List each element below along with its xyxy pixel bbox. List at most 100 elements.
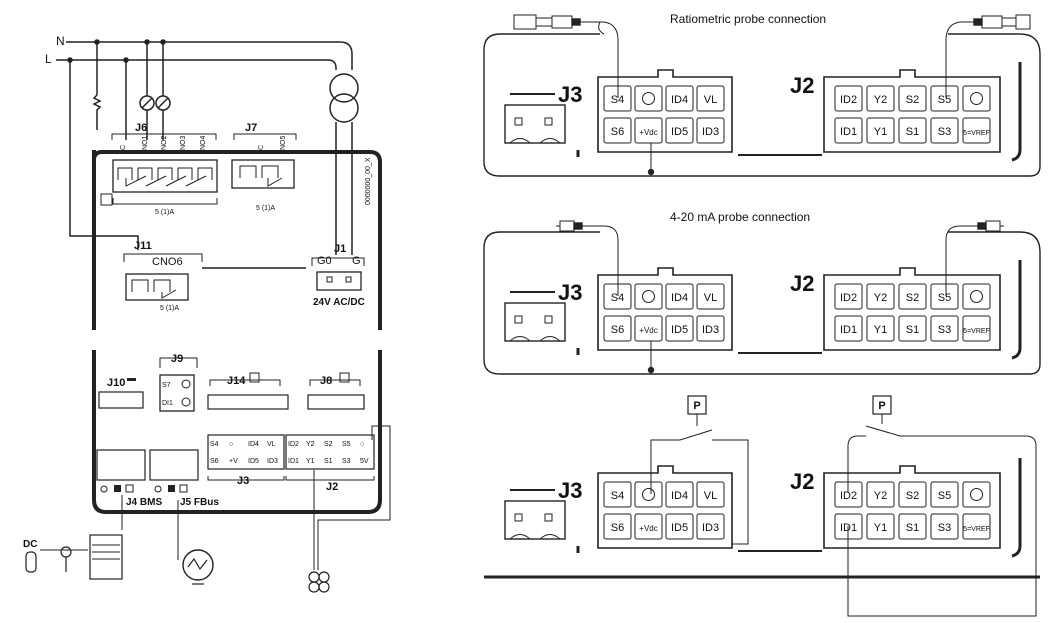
plug-hole <box>544 513 553 522</box>
j2-pin-cell <box>898 513 927 540</box>
j3-connector <box>597 69 733 153</box>
side-bar <box>1011 458 1022 558</box>
lamp-icon <box>155 95 171 111</box>
panel-frame <box>483 33 1041 177</box>
j2-pin-cell <box>930 481 959 508</box>
j2-pin-label: S3 <box>938 324 951 336</box>
j3-pin-label: ID3 <box>702 126 719 138</box>
dip-switch <box>125 484 134 493</box>
j3-pin-cell <box>696 117 725 144</box>
j2-empty-pin <box>970 92 983 105</box>
j9-label: J9 <box>171 353 183 365</box>
j8-label: J8 <box>320 375 332 387</box>
plug-hole <box>544 315 553 324</box>
monitor-icon <box>182 549 214 581</box>
probe-wire <box>580 21 619 98</box>
j3-pin-label: VL <box>704 490 717 502</box>
j2-bracket <box>285 476 375 481</box>
j2-pin-label: S2 <box>906 94 919 106</box>
j9-socket <box>181 379 191 389</box>
probe-wire <box>945 225 978 296</box>
fan-blade <box>308 571 320 583</box>
j2-pin: ID1 <box>288 458 299 465</box>
j3-pin-label: ID3 <box>702 324 719 336</box>
j3-pin-cell <box>634 315 663 342</box>
led-indicator <box>100 485 108 493</box>
j3-pin-cell <box>696 283 725 310</box>
j4-terminal <box>96 449 146 481</box>
terminal-slot <box>177 167 193 180</box>
terminal-slot <box>157 167 173 180</box>
j3-pin-cell <box>665 513 694 540</box>
j1-terminal <box>316 271 362 291</box>
display-terminal-icon <box>89 534 123 580</box>
j3-plug <box>504 302 566 342</box>
ratiometric-probe-icon <box>1001 17 1017 27</box>
j2-pin-label: 5=VREF <box>963 130 990 137</box>
j2-pin-label: Y1 <box>874 126 887 138</box>
j2-label: J2 <box>790 271 814 296</box>
j3-pin: ID4 <box>248 441 259 448</box>
j7-pin: C <box>258 145 265 150</box>
j2-pin-cell <box>898 85 927 112</box>
j2-pin-label: S3 <box>938 126 951 138</box>
monitor-icon <box>187 557 208 571</box>
j2-label: J2 <box>790 469 814 494</box>
j10-label: J10 <box>107 377 125 389</box>
j6-pins: C NO1 NO2 NO3 NO4 <box>120 136 207 151</box>
j3-pin-cell <box>665 85 694 112</box>
j2-pin-label: Y1 <box>874 324 887 336</box>
j2-pin: S3 <box>342 458 351 465</box>
controller-housing <box>92 350 382 514</box>
j3-pin-label: ID3 <box>702 522 719 534</box>
j3-pin-cell <box>665 283 694 310</box>
lamp-icon <box>141 97 153 109</box>
fan-blade <box>308 581 320 593</box>
junction <box>647 366 655 374</box>
j10-marker <box>127 378 136 381</box>
j2-pin-label: S5 <box>938 94 951 106</box>
j3-pin-label: S6 <box>611 126 624 138</box>
ratiometric-probe-icon <box>571 18 581 26</box>
j3-pin-label: S4 <box>611 292 624 304</box>
terminal-hole <box>345 276 352 283</box>
j3-pin-label: S6 <box>611 324 624 336</box>
probe-wire <box>945 21 974 98</box>
j3-plug <box>504 104 566 144</box>
j2-pin-cell <box>930 117 959 144</box>
j3-empty-pin <box>642 488 655 501</box>
probe-wire <box>598 21 605 35</box>
j6-bracket <box>112 198 218 205</box>
current-probe-icon <box>573 222 583 230</box>
j3-pin: ID3 <box>267 458 278 465</box>
ratiometric-probe-icon <box>981 15 1003 29</box>
j2-small-label: J2 <box>326 481 338 493</box>
j2-pin-cell <box>834 117 863 144</box>
j3-pin-label: +Vdc <box>639 326 657 335</box>
j14-terminal <box>207 394 289 410</box>
j2-empty-pin <box>970 488 983 501</box>
relay-contacts <box>267 177 283 187</box>
junction <box>647 168 655 176</box>
j3-pin-cell <box>665 481 694 508</box>
j2-pin-label: Y2 <box>874 292 887 304</box>
j3-pin-label: VL <box>704 292 717 304</box>
j1-bracket <box>311 257 365 266</box>
plug-hole <box>544 117 553 126</box>
pressure-switch-label: P <box>693 400 700 412</box>
j3-pin-label: S4 <box>611 94 624 106</box>
j8-bracket <box>309 379 361 386</box>
j7-pins: C NO5 <box>258 136 287 151</box>
j7-pin: NO5 <box>280 136 287 151</box>
probe-icon <box>339 372 350 383</box>
j1-label: J1 <box>334 243 346 255</box>
j2-pin-cell <box>962 117 991 144</box>
ratiometric-probe-icon <box>1015 14 1031 30</box>
j7-bracket <box>233 133 297 140</box>
j3-pin-cell <box>696 481 725 508</box>
wire <box>317 425 391 570</box>
j11-name: CNO6 <box>152 256 183 268</box>
j9-socket <box>181 397 191 407</box>
